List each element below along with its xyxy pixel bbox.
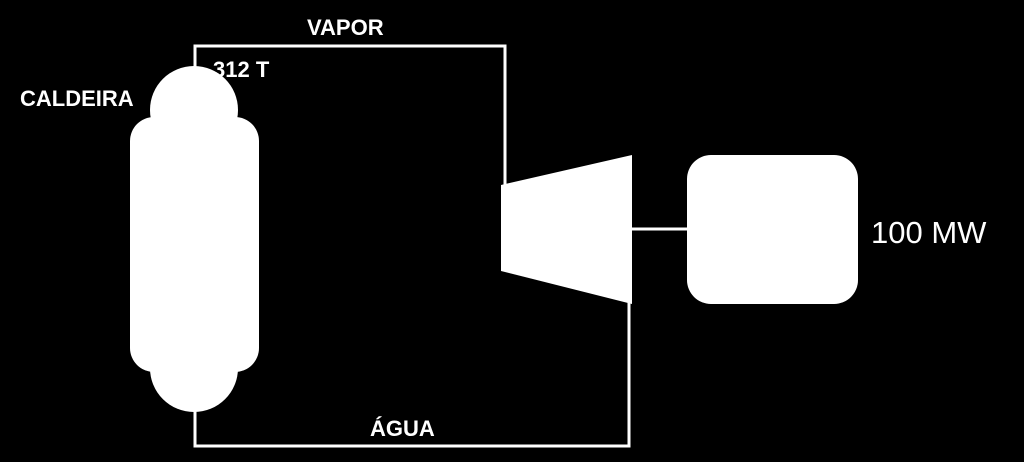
- turbine: [501, 155, 632, 304]
- boiler-body: [130, 117, 259, 372]
- generator: [687, 155, 858, 304]
- water-label: ÁGUA: [370, 416, 435, 441]
- boiler-label: CALDEIRA: [20, 86, 134, 111]
- temperature-label: 312 T: [213, 57, 270, 82]
- power-output-label: 100 MW: [871, 215, 987, 250]
- boiler: [130, 66, 259, 412]
- steam-label: VAPOR: [307, 15, 384, 40]
- water-pipe: [193, 296, 631, 448]
